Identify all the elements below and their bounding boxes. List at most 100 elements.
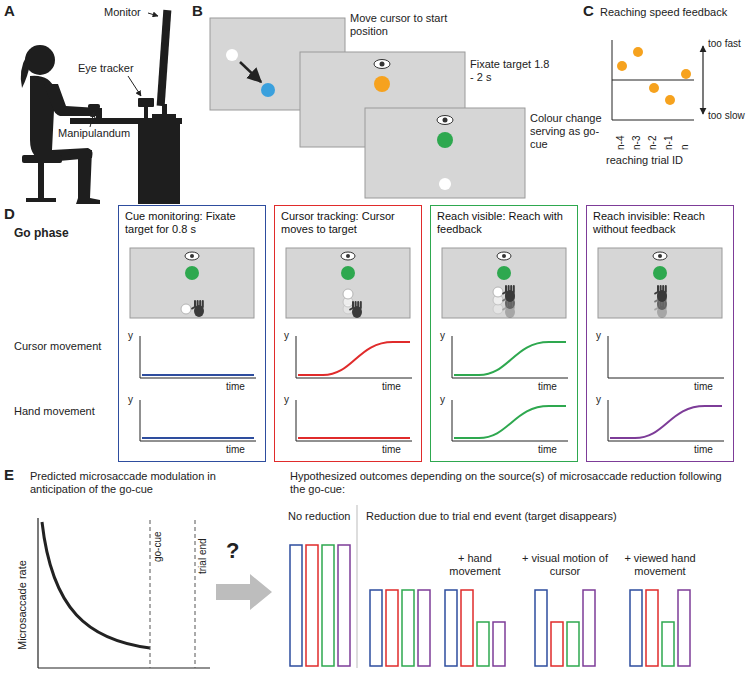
- stroke: [508, 285, 510, 293]
- figure-label: Hypothesized outcomes depending on the s…: [290, 470, 730, 496]
- stroke: [654, 291, 658, 295]
- condition-box: Cursor tracking: Cursor moves to target: [274, 205, 422, 462]
- eye-icon: [190, 254, 194, 258]
- eye-icon: [502, 254, 506, 258]
- condition-box: Reach visible: Reach with feedback: [430, 205, 578, 462]
- setup-illustration: [21, 10, 182, 204]
- movement-trace: [298, 437, 410, 439]
- target-dot: [653, 266, 667, 280]
- figure-label: Go phase: [14, 226, 69, 240]
- figure-label: Hand movement: [14, 405, 109, 418]
- hand-icon: [502, 285, 515, 302]
- stroke: [665, 285, 667, 293]
- figure-label: y: [596, 394, 601, 406]
- eye-icon: [185, 252, 199, 260]
- figure-label: too fast: [708, 38, 741, 50]
- stroke: [654, 299, 658, 303]
- figure-label: y: [440, 330, 445, 342]
- outcome-bar: [551, 622, 563, 666]
- rate-plot: [38, 505, 357, 668]
- screen: [442, 248, 566, 318]
- stroke: [452, 441, 568, 442]
- eye-icon: [341, 252, 355, 260]
- outcome-bar: [662, 622, 674, 666]
- figure-label: y: [284, 330, 289, 342]
- condition-box: Reach invisible: Reach without feedback: [586, 205, 734, 462]
- figure-label: + hand movement: [438, 552, 512, 578]
- stroke: [140, 400, 141, 441]
- outcome-bar: [646, 590, 658, 666]
- stroke: [360, 301, 362, 309]
- stroke: [197, 300, 199, 308]
- outcome-bar: [567, 622, 579, 666]
- outcome-bar: [630, 590, 642, 666]
- outcome-bar: [461, 590, 473, 666]
- eye-icon: [658, 254, 662, 258]
- figure-label: Cursor movement: [14, 340, 109, 353]
- figure-label: time: [538, 381, 557, 393]
- stroke: [452, 378, 568, 379]
- movement-trace: [142, 374, 254, 376]
- eye-icon: [653, 252, 667, 260]
- outcome-bar: [290, 545, 302, 666]
- outcome-bar: [322, 545, 334, 666]
- outcome-bar: [678, 590, 690, 666]
- stroke: [357, 301, 359, 309]
- stroke: [355, 301, 357, 309]
- figure-label: Eye tracker: [78, 62, 134, 75]
- outcome-bar: [418, 590, 430, 666]
- figure-label: y: [284, 394, 289, 406]
- panel-letter: B: [192, 2, 203, 20]
- condition-title: Cue monitoring: Fixate target for 0.8 s: [119, 206, 265, 240]
- screen: [286, 248, 410, 318]
- stroke: [662, 285, 664, 293]
- condition-title: Reach visible: Reach with feedback: [431, 206, 577, 240]
- figure-label: Microsaccade rate: [16, 560, 29, 650]
- outcome-bar: [583, 590, 595, 666]
- figure-label: n: [679, 144, 691, 150]
- figure-label: Monitor: [104, 6, 141, 19]
- figure-label: y: [128, 330, 133, 342]
- stroke: [452, 400, 453, 441]
- outcome-bar: [445, 590, 457, 666]
- stroke: [608, 336, 609, 378]
- figure-label: y: [596, 330, 601, 342]
- trial-screens: [210, 18, 525, 198]
- stroke: [191, 306, 195, 310]
- figure-label: time: [382, 444, 401, 456]
- panel-letter: ?: [226, 538, 239, 564]
- figure-label: time: [226, 444, 245, 456]
- figure-label: n-3: [631, 136, 643, 150]
- movement-trace: [298, 342, 410, 375]
- figure-label: Colour change serving as go-cue: [530, 112, 604, 152]
- outcome-bar: [402, 590, 414, 666]
- cursor-dot: [343, 289, 353, 299]
- condition-box: Cue monitoring: Fixate target for 0.8 s: [118, 205, 266, 462]
- target-dot: [341, 266, 355, 280]
- outcome-bar: [386, 590, 398, 666]
- panel-letter: C: [583, 2, 594, 20]
- hand-icon: [349, 301, 362, 318]
- stroke: [660, 285, 662, 293]
- figure-label: y: [128, 394, 133, 406]
- figure-label: time: [226, 381, 245, 393]
- panel-letter: A: [4, 2, 15, 20]
- figure-label: Reduction due to trial end event (target…: [366, 510, 736, 523]
- figure-label: n-2: [647, 136, 659, 150]
- figure-label: y: [440, 394, 445, 406]
- outcome-bar: [477, 622, 489, 666]
- speed-feedback-plot: [612, 40, 703, 120]
- figure-label: time: [382, 381, 401, 393]
- stroke: [296, 400, 297, 441]
- movement-trace: [454, 406, 566, 438]
- stroke: [654, 307, 658, 311]
- stroke: [513, 285, 515, 293]
- condition-title: Cursor tracking: Cursor moves to target: [275, 206, 421, 240]
- stroke: [296, 441, 412, 442]
- panel-letter: D: [4, 205, 15, 223]
- figure-label: too slow: [708, 110, 745, 122]
- hand-icon: [191, 300, 204, 317]
- figure-label: Reaching speed feedback: [600, 6, 740, 19]
- figure-label: + viewed hand movement: [615, 552, 705, 578]
